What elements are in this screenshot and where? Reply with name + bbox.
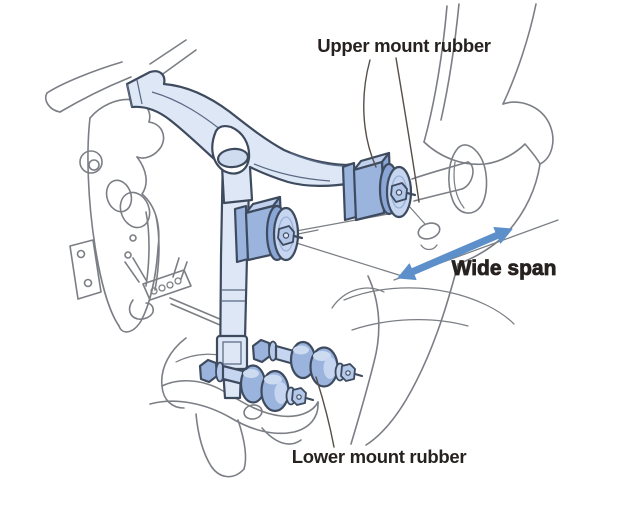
leader-upper-2: [395, 57, 420, 203]
background-line-art: [44, 3, 559, 478]
lower-mount-rubber-left: [198, 358, 315, 413]
tube-hole: [216, 147, 250, 169]
lower-mount-rubber-right: [251, 338, 364, 388]
mount-system-parts: [125, 70, 417, 413]
label-upper-mount-rubber: Upper mount rubber: [317, 35, 491, 56]
label-lower-mount-rubber: Lower mount rubber: [292, 446, 467, 467]
tiller-handle-lines: [44, 39, 197, 113]
wide-span-arrow: [397, 227, 513, 280]
upper-mount-bracket: [125, 70, 355, 205]
clamp-bracket-lines: [69, 98, 235, 333]
label-wide-span: Wide span: [452, 257, 557, 280]
bolt-head: [251, 338, 272, 364]
cowl-lines: [411, 3, 554, 214]
upper-mount-rubber-right: [341, 151, 417, 222]
upper-mount-rubber-left: [233, 195, 304, 264]
midsection-lines: [289, 163, 559, 446]
annotations: Upper mount rubber Wide span Lower mount…: [292, 35, 557, 467]
leader-upper-1: [363, 59, 377, 168]
bolt-head: [198, 358, 219, 384]
leader-lower: [315, 376, 335, 448]
